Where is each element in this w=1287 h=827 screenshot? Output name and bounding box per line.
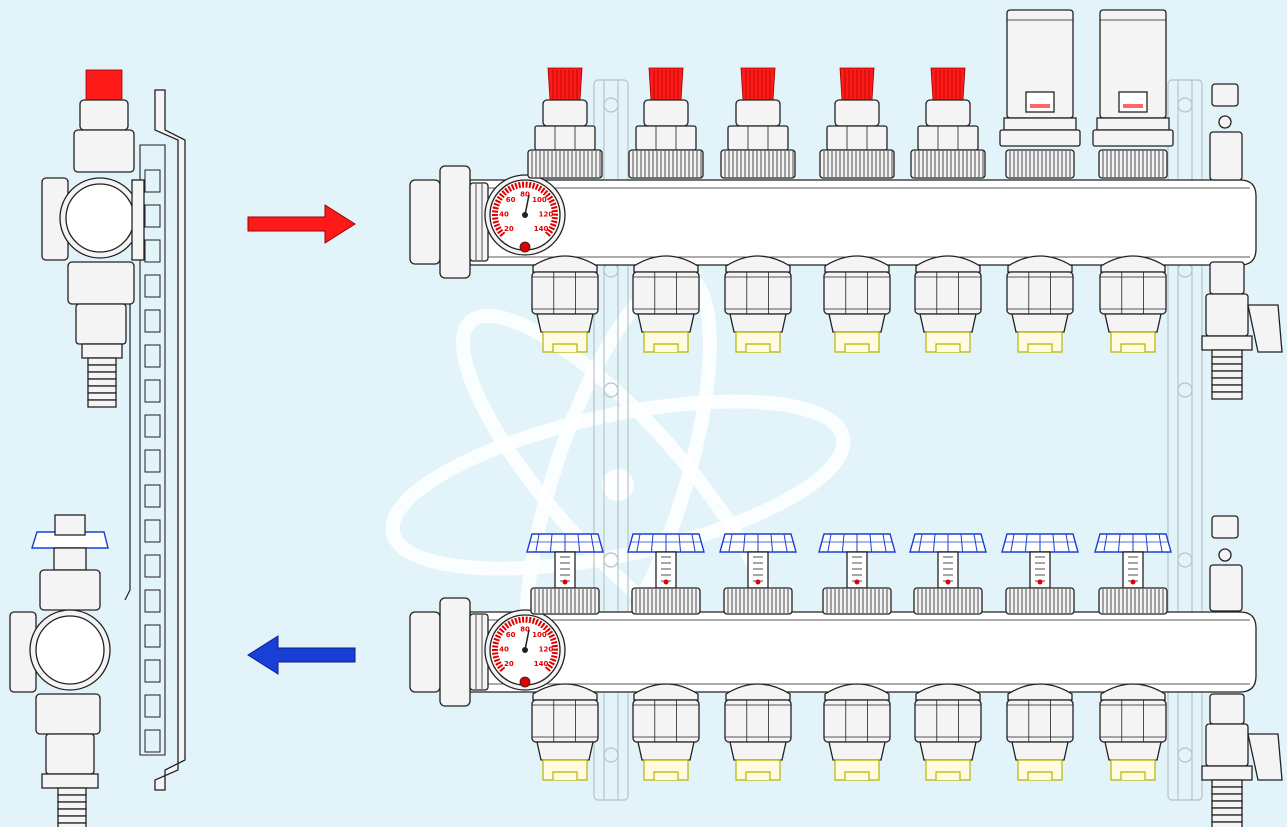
gauge-tick-label: 100 [532, 196, 547, 204]
flow-meter-valve [1094, 533, 1172, 615]
actuator-valve [999, 9, 1081, 179]
drain-handle [1247, 733, 1283, 781]
manifold-bar [469, 611, 1257, 693]
return-fitting [1099, 683, 1167, 781]
drain-valve [1201, 693, 1283, 827]
balancing-valve [628, 67, 704, 179]
fitting-collar [532, 255, 598, 273]
outlet-fitting [1006, 255, 1074, 353]
gauge-tick-label: 60 [506, 631, 516, 639]
outlet-fitting [914, 255, 982, 353]
gauge-tick-label: 100 [532, 631, 547, 639]
gauge-tick-label: 20 [504, 660, 514, 668]
return-fitting [632, 683, 700, 781]
manifold-bar [469, 179, 1257, 266]
side-view-assembly [9, 69, 186, 827]
gauge-needle [524, 629, 530, 651]
gauge-tick-label: 80 [520, 191, 530, 199]
flow-meter-valve [627, 533, 705, 615]
outlet-fitting [632, 255, 700, 353]
fitting-collar [1007, 683, 1073, 701]
flow-meter-valve [719, 533, 797, 615]
gauge-tick-label: 80 [520, 626, 530, 634]
drain-valve [1201, 261, 1283, 400]
return-fitting [914, 683, 982, 781]
fitting-collar [1100, 683, 1166, 701]
flow-meter-valve [909, 533, 987, 615]
wall-bracket [124, 89, 186, 791]
supply-arrow-icon [247, 204, 356, 244]
return-fitting [1006, 683, 1074, 781]
fitting-collar [532, 683, 598, 701]
flow-arrows [247, 204, 356, 675]
side-supply-valve [41, 69, 145, 408]
side-return-valve [9, 514, 111, 827]
return-fitting [531, 683, 599, 781]
flow-meter-valve [526, 533, 604, 615]
air-vent [1209, 515, 1243, 612]
fitting-collar [725, 255, 791, 273]
fitting-collar [725, 683, 791, 701]
fitting-collar [915, 683, 981, 701]
balancing-valve [910, 67, 986, 179]
fitting-collar [1007, 255, 1073, 273]
gauge-tick-label: 140 [534, 225, 549, 233]
flow-meter-valve [818, 533, 896, 615]
air-vent [1209, 83, 1243, 181]
red-cap [85, 69, 123, 101]
gauge-tick-label: 120 [539, 210, 554, 218]
outlet-fitting [1099, 255, 1167, 353]
balancing-valve [720, 67, 796, 179]
fitting-collar [1100, 255, 1166, 273]
return-fitting [724, 683, 792, 781]
outlet-fitting [724, 255, 792, 353]
actuator-valve [1092, 9, 1174, 179]
return-arrow-icon [247, 635, 356, 675]
balancing-valve [527, 67, 603, 179]
outlet-fitting [823, 255, 891, 353]
fitting-collar [633, 255, 699, 273]
return-coupling [409, 597, 489, 707]
fitting-collar [824, 683, 890, 701]
fitting-collar [915, 255, 981, 273]
manifold-bars [469, 179, 1257, 693]
balancing-valve [819, 67, 895, 179]
flow-meter-valve [1001, 533, 1079, 615]
return-fitting [823, 683, 891, 781]
inlet-coupling [409, 165, 489, 279]
gauge-needle [524, 194, 530, 216]
gauge-tick-label: 40 [499, 645, 509, 653]
outlet-fitting [531, 255, 599, 353]
gauge-tick-label: 40 [499, 210, 509, 218]
fitting-collar [633, 683, 699, 701]
drain-handle [1247, 304, 1283, 353]
gauge-tick-label: 20 [504, 225, 514, 233]
gauge-tick-label: 120 [539, 645, 554, 653]
gauge-tick-label: 60 [506, 196, 516, 204]
gauge-tick-label: 140 [534, 660, 549, 668]
fitting-collar [824, 255, 890, 273]
